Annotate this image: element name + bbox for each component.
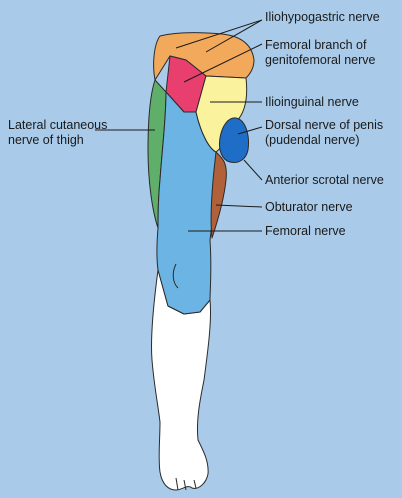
label-dorsal-penis-line1: Dorsal nerve of penis (265, 118, 384, 132)
label-obturator: Obturator nerve (265, 200, 353, 214)
label-lateral-cutaneous-line1: Lateral cutaneous (8, 118, 108, 132)
leader-femoral-branch (183, 43, 263, 83)
iliohypogastric-region (153, 32, 255, 81)
label-dorsal-penis-line2: (pudendal nerve) (265, 133, 360, 147)
label-femoral-branch-line2: genitofemoral nerve (265, 53, 376, 67)
knee-detail (172, 263, 179, 289)
leader-obturator (215, 204, 263, 208)
leader-iliohypogastric (175, 19, 263, 53)
label-iliohypogastric: Iliohypogastric nerve (265, 10, 380, 24)
lower-leg (150, 269, 212, 491)
label-femoral: Femoral nerve (265, 224, 346, 238)
label-femoral-branch-line1: Femoral branch of (265, 38, 367, 52)
anterior-scrotal-region (210, 151, 227, 239)
dorsal-penis-region (219, 117, 249, 163)
label-lateral-cutaneous-line2: nerve of thigh (8, 133, 84, 147)
leader-anterior-scrotal (243, 159, 263, 181)
label-anterior-scrotal: Anterior scrotal nerve (265, 173, 384, 187)
label-ilioinguinal: Ilioinguinal nerve (265, 95, 359, 109)
toe-detail (175, 477, 197, 491)
leader-dorsal-penis (237, 126, 263, 135)
